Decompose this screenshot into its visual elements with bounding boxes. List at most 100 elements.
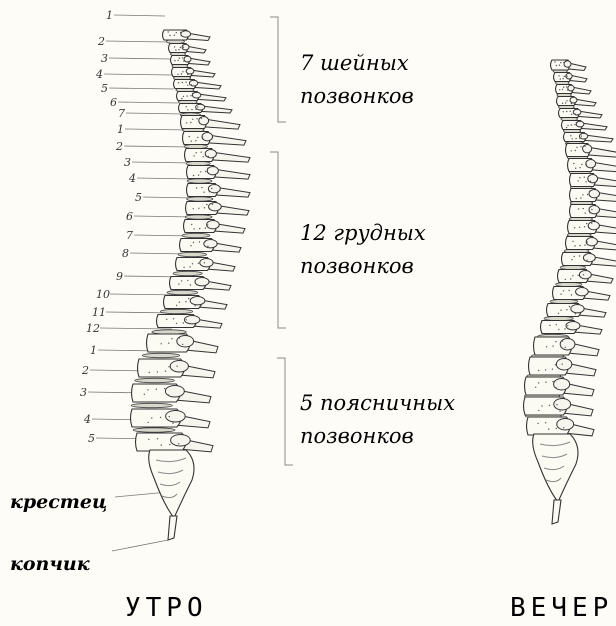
evening-vertebra xyxy=(541,321,603,335)
evening-vertebra xyxy=(570,174,616,188)
vertebra-leader-thoracic-4 xyxy=(137,178,194,179)
morning-vertebra xyxy=(174,80,222,89)
evening-vertebra xyxy=(554,73,588,82)
cervical-bracket xyxy=(270,17,286,122)
morning-vertebra xyxy=(138,359,216,378)
evening-vertebra xyxy=(562,121,608,130)
vertebra-leader-thoracic-2 xyxy=(124,146,190,147)
morning-vertebra xyxy=(157,315,223,329)
evening-caption: ВЕЧЕР xyxy=(510,593,613,623)
morning-coccyx xyxy=(168,516,177,540)
thoracic-group-line1: 12 грудных xyxy=(300,221,426,245)
evening-vertebra xyxy=(524,397,594,416)
vertebra-leader-cervical-6 xyxy=(118,102,178,103)
sacrum-label: крестец xyxy=(10,491,107,513)
vertebra-leader-cervical-3 xyxy=(109,58,170,59)
morning-disc xyxy=(142,353,180,357)
evening-vertebra xyxy=(551,60,587,71)
morning-disc xyxy=(182,233,210,237)
morning-vertebra xyxy=(163,30,211,41)
vertebra-number-lumbar-2: 2 xyxy=(81,364,89,377)
vertebra-number-cervical-5: 5 xyxy=(101,82,108,95)
morning-disc xyxy=(135,378,175,382)
evening-sacrum xyxy=(533,434,578,502)
morning-vertebra xyxy=(170,277,232,291)
morning-caption: УТРО xyxy=(125,593,208,623)
evening-vertebra xyxy=(534,337,600,356)
morning-vertebra xyxy=(186,202,250,216)
vertebra-number-thoracic-7: 7 xyxy=(126,229,133,242)
lumbar-group-line2: позвонков xyxy=(300,424,414,448)
thoracic-bracket xyxy=(270,152,286,328)
lumbar-group-line1: 5 поясничных xyxy=(300,391,455,415)
evening-vertebra xyxy=(559,109,603,118)
morning-vertebra xyxy=(176,258,236,272)
lumbar-bracket xyxy=(277,358,293,465)
vertebra-leader-thoracic-12 xyxy=(100,328,172,329)
evening-vertebra xyxy=(564,133,614,142)
vertebra-number-thoracic-12: 12 xyxy=(86,322,100,335)
morning-vertebra xyxy=(177,92,227,101)
vertebra-number-cervical-6: 6 xyxy=(110,96,117,109)
vertebra-leader-cervical-7 xyxy=(126,113,183,114)
spine-evening-drawing xyxy=(524,60,616,524)
evening-vertebra xyxy=(568,159,616,173)
evening-vertebra xyxy=(558,270,614,284)
evening-vertebra xyxy=(566,144,616,158)
evening-vertebra xyxy=(547,304,607,318)
morning-vertebra xyxy=(131,409,211,428)
evening-vertebra xyxy=(553,287,611,301)
morning-disc xyxy=(160,309,192,313)
cervical-group-line1: 7 шейных xyxy=(300,51,409,75)
vertebra-number-cervical-1: 1 xyxy=(106,9,113,22)
vertebra-number-thoracic-3: 3 xyxy=(124,156,131,169)
evening-vertebra xyxy=(525,377,595,396)
spine-morning-drawing xyxy=(131,30,251,540)
vertebra-number-thoracic-8: 8 xyxy=(122,247,129,260)
vertebra-leader-cervical-5 xyxy=(109,88,174,89)
morning-vertebra xyxy=(169,44,207,53)
morning-vertebra xyxy=(171,56,211,65)
morning-vertebra xyxy=(180,239,242,253)
evening-vertebra xyxy=(557,97,597,106)
vertebra-number-thoracic-9: 9 xyxy=(116,270,123,283)
vertebra-number-lumbar-5: 5 xyxy=(88,432,95,445)
morning-vertebra xyxy=(181,116,241,130)
morning-sacrum xyxy=(149,450,194,518)
cervical-group-line2: позвонков xyxy=(300,84,414,108)
morning-vertebra xyxy=(147,334,219,353)
morning-disc xyxy=(187,197,213,201)
vertebra-leader-thoracic-3 xyxy=(132,162,192,163)
morning-disc xyxy=(178,252,207,256)
coccyx-leader xyxy=(112,540,168,551)
evening-vertebra xyxy=(570,205,616,219)
vertebra-leader-cervical-2 xyxy=(106,41,168,42)
vertebra-number-lumbar-3: 3 xyxy=(80,386,87,399)
vertebra-number-lumbar-1: 1 xyxy=(90,344,97,357)
morning-vertebra xyxy=(164,296,228,310)
vertebra-leader-thoracic-1 xyxy=(125,129,188,130)
evening-vertebra xyxy=(562,253,616,267)
morning-vertebra xyxy=(187,184,251,198)
morning-vertebra xyxy=(185,149,251,163)
vertebra-number-thoracic-2: 2 xyxy=(115,140,123,153)
morning-vertebra xyxy=(183,132,247,146)
morning-vertebra xyxy=(179,104,233,113)
morning-disc xyxy=(133,428,175,432)
vertebra-leader-thoracic-5 xyxy=(143,197,194,198)
morning-vertebra xyxy=(132,384,212,403)
vertebra-leader-cervical-4 xyxy=(104,74,172,75)
evening-vertebra xyxy=(570,189,616,203)
vertebra-leader-cervical-1 xyxy=(114,15,165,16)
morning-disc xyxy=(185,215,212,219)
vertebra-number-thoracic-11: 11 xyxy=(92,306,106,319)
vertebra-number-thoracic-6: 6 xyxy=(126,210,133,223)
vertebra-number-thoracic-10: 10 xyxy=(96,288,110,301)
vertebra-number-thoracic-4: 4 xyxy=(128,172,136,185)
morning-disc xyxy=(173,271,202,275)
coccyx-label: копчик xyxy=(10,553,90,575)
vertebra-number-cervical-2: 2 xyxy=(97,35,105,48)
morning-vertebra xyxy=(187,166,251,180)
morning-vertebra xyxy=(136,433,214,452)
evening-vertebra xyxy=(566,237,616,251)
